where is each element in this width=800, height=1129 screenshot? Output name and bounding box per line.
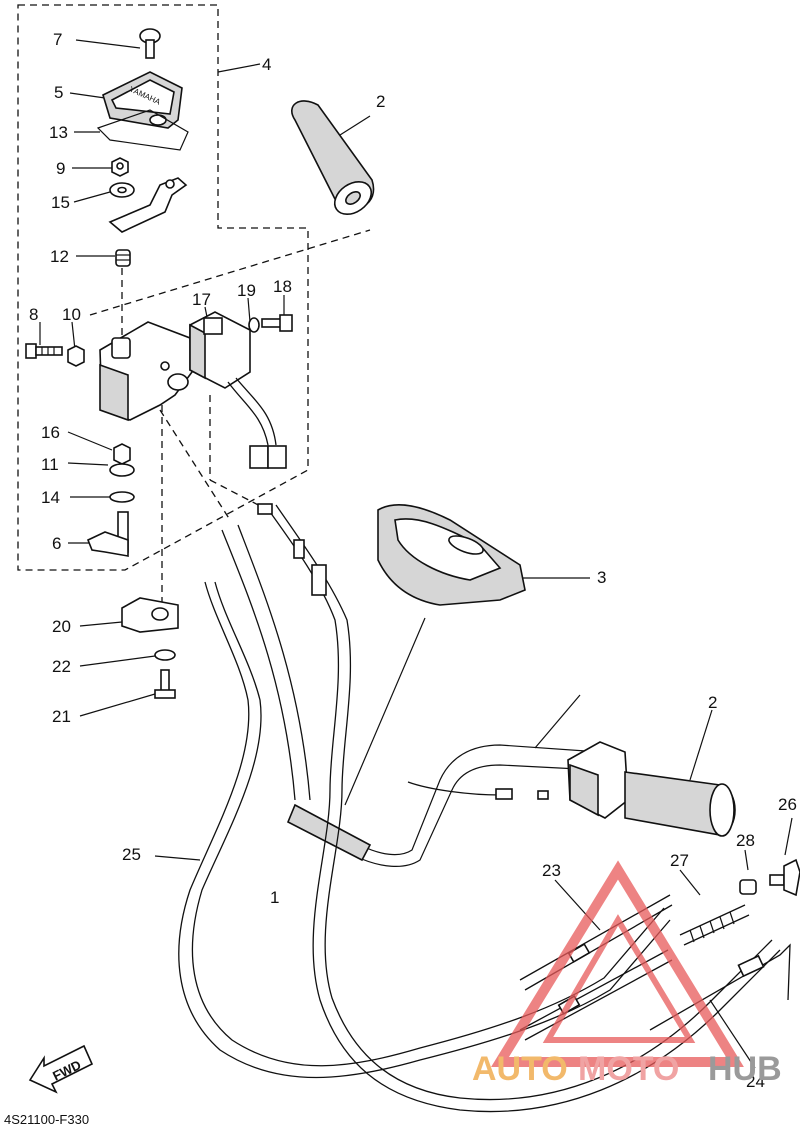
svg-text:2: 2 — [708, 693, 717, 712]
cable-tube — [221, 524, 311, 801]
svg-text:6: 6 — [52, 534, 61, 553]
washer-11 — [109, 463, 135, 477]
cable-25 — [178, 581, 671, 1079]
bolt-21 — [154, 669, 176, 699]
nut-10 — [67, 345, 85, 367]
throttle-housing — [567, 741, 629, 819]
brake-cable — [257, 503, 781, 1113]
svg-text:5: 5 — [54, 83, 63, 102]
switch-cover-5 — [102, 71, 183, 129]
svg-text:25: 25 — [122, 845, 141, 864]
clamp-20 — [121, 597, 179, 633]
switch-housing — [99, 321, 193, 422]
svg-text:15: 15 — [51, 193, 70, 212]
svg-text:20: 20 — [52, 617, 71, 636]
svg-text:14: 14 — [41, 488, 60, 507]
svg-text:13: 13 — [49, 123, 68, 142]
nut-9 — [111, 157, 129, 177]
wire-harness — [227, 377, 287, 469]
lever-6 — [86, 511, 129, 557]
svg-text:4: 4 — [262, 55, 271, 74]
screw-18 — [261, 314, 293, 332]
leader-lines — [39, 39, 793, 1069]
grip-2-right — [624, 771, 736, 837]
part-labels: 1 2 2 3 4 5 6 7 8 9 10 11 12 13 14 15 16… — [29, 30, 797, 1091]
svg-text:16: 16 — [41, 423, 60, 442]
svg-text:22: 22 — [52, 657, 71, 676]
svg-text:MOTO: MOTO — [578, 1050, 679, 1088]
svg-text:10: 10 — [62, 305, 81, 324]
switch-block-17 — [189, 311, 251, 389]
washer-22 — [154, 649, 176, 661]
svg-text:1: 1 — [270, 888, 279, 907]
svg-text:18: 18 — [273, 277, 292, 296]
svg-text:26: 26 — [778, 795, 797, 814]
svg-text:21: 21 — [52, 707, 71, 726]
nut-16 — [113, 443, 131, 465]
gasket-13 — [96, 109, 189, 151]
svg-text:3: 3 — [597, 568, 606, 587]
svg-text:AUTO: AUTO — [472, 1050, 568, 1088]
svg-text:12: 12 — [50, 247, 69, 266]
svg-text:27: 27 — [670, 851, 689, 870]
washer-14 — [109, 491, 135, 503]
screw-7 — [139, 28, 161, 59]
svg-text:28: 28 — [736, 831, 755, 850]
diagram-code: 4S21100-F330 — [4, 1112, 89, 1127]
sleeve-28 — [739, 879, 757, 895]
adjuster-26 — [769, 858, 800, 897]
svg-text:8: 8 — [29, 305, 38, 324]
lever-bracket — [108, 177, 188, 233]
spring-12 — [115, 249, 131, 267]
handlebar-cover-3 — [377, 504, 526, 606]
svg-text:23: 23 — [542, 861, 561, 880]
watermark-logo-icon — [491, 860, 744, 1067]
handlebar-1 — [286, 744, 601, 867]
svg-text:2: 2 — [376, 92, 385, 111]
watermark-text: AUTO MOTO HUB — [472, 1050, 782, 1088]
washer-19 — [248, 317, 260, 333]
spring-27 — [679, 904, 750, 946]
svg-text:19: 19 — [237, 281, 256, 300]
screw-8 — [25, 343, 63, 359]
svg-text:HUB: HUB — [708, 1050, 782, 1088]
grip-2-top — [291, 100, 375, 216]
washer-15 — [109, 182, 135, 198]
svg-text:24: 24 — [746, 1072, 765, 1091]
svg-text:11: 11 — [41, 455, 59, 474]
svg-text:9: 9 — [56, 159, 65, 178]
fwd-arrow-icon: FWD — [28, 1044, 94, 1094]
svg-text:7: 7 — [53, 30, 62, 49]
svg-text:17: 17 — [192, 290, 211, 309]
